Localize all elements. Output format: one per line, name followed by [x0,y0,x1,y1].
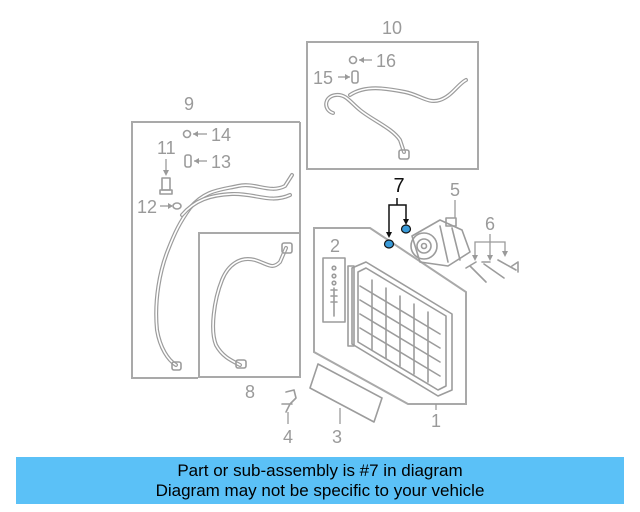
callout-13[interactable]: 13 [211,152,231,172]
hose-8-fitting-bottom [235,359,247,369]
callout-12[interactable]: 12 [137,197,157,217]
parts-diagram: 10 16 15 9 14 13 11 [131,18,519,447]
banner-disclaimer-line: Diagram may not be specific to your vehi… [155,481,485,500]
arrow-15 [345,74,350,80]
part-6-bolt-3 [497,259,519,273]
callout-1[interactable]: 1 [431,411,441,431]
part-14-oring [182,129,192,139]
hose-8-fitting-top [281,242,293,254]
callout-7[interactable]: 7 [393,175,404,197]
arrow-16 [359,57,364,63]
part-group-7: 7 [383,175,412,249]
line-9-fitting [171,361,182,371]
callout-11[interactable]: 11 [157,138,176,158]
callout-8[interactable]: 8 [245,382,255,402]
box-9-frame [131,121,300,379]
callout-6[interactable]: 6 [485,214,495,234]
part-5-clutch [410,232,438,260]
part-5-compressor-body [411,219,471,267]
box-8-frame [198,232,301,378]
banner-part-line: Part or sub-assembly is #7 in diagram [177,461,463,480]
part-group-1: 1 2 [313,227,467,431]
part-group-9: 9 14 13 11 12 [131,94,301,379]
part-group-5: 5 [410,180,471,267]
part-group-6: 6 [465,214,519,283]
callout-14[interactable]: 14 [211,125,231,145]
part-15-cap [351,70,359,84]
part-2-frame [322,257,346,323]
part-group-10: 10 16 15 [306,18,479,170]
line-9-tube-2 [180,191,292,217]
callout-10[interactable]: 10 [382,18,402,38]
callout-5[interactable]: 5 [450,180,460,200]
part-7-oring-2[interactable] [400,224,412,234]
callout-2[interactable]: 2 [330,236,340,256]
part-3-seal [309,363,383,423]
part-6-bolt-2 [481,261,505,279]
part-11-valve [161,177,171,191]
info-banner: Part or sub-assembly is #7 in diagram Di… [16,457,624,504]
hose-10-lower [324,92,406,154]
part-group-3: 3 [309,363,383,447]
box-1-frame [313,227,467,405]
condenser-side-tank [347,265,355,347]
part-group-4: 4 [281,389,297,447]
part-16-oring [348,55,358,65]
part-7-oring-1[interactable] [383,239,395,249]
callout-3[interactable]: 3 [332,427,342,447]
hose-10-fitting [398,149,410,160]
callout-15[interactable]: 15 [313,68,333,88]
part-4-bracket [281,389,297,413]
hose-10-upper [348,78,468,103]
condenser-core [351,261,453,397]
callout-4[interactable]: 4 [283,427,293,447]
part-12-oring [172,202,182,210]
box-10-frame [306,41,479,170]
part-6-bolt-1 [465,261,487,283]
callout-9[interactable]: 9 [184,94,194,114]
callout-16[interactable]: 16 [376,51,396,71]
part-13-cap [184,154,192,168]
part-group-8: 8 [198,232,301,402]
